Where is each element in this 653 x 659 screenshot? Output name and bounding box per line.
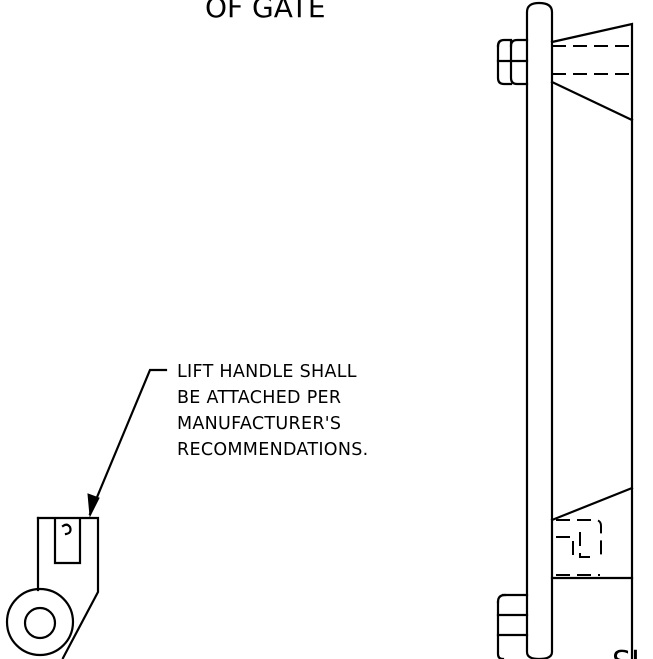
corner-label-text: SL — [612, 645, 648, 659]
note-line-2: BE ATTACHED PER — [177, 388, 341, 408]
gate-frame-drawing — [496, 1, 634, 659]
lift-handle-note: LIFT HANDLE SHALL BE ATTACHED PER MANUFA… — [177, 362, 369, 460]
note-line-3: MANUFACTURER'S — [177, 414, 341, 434]
gate-title-text: OF GATE — [205, 0, 326, 24]
note-line-4: RECOMMENDATIONS. — [177, 440, 369, 460]
leader-arrow — [87, 368, 168, 518]
note-line-1: LIFT HANDLE SHALL — [177, 362, 357, 382]
lift-handle-drawing — [5, 516, 100, 659]
